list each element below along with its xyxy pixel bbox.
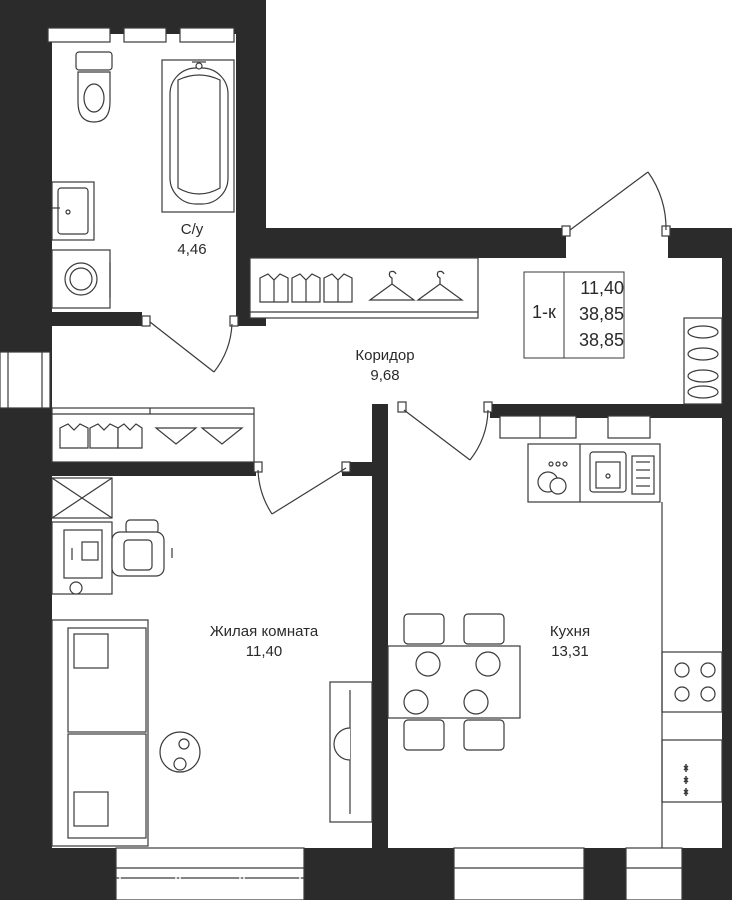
- kitchen-sink-icon: [589, 451, 655, 495]
- kitchen-upper-cabinets: [499, 415, 651, 439]
- hanger-icon: [416, 270, 464, 301]
- shirt-icon: [59, 423, 89, 449]
- wardrobe-box-icon: [51, 477, 113, 519]
- star-icons: [683, 764, 689, 796]
- wall-right: [722, 228, 732, 900]
- wall-corridor-top: [236, 228, 566, 258]
- wall-bottom: [0, 848, 732, 900]
- summary-box: [523, 271, 625, 359]
- shirt-icon: [291, 273, 321, 303]
- chair-icon: [111, 519, 173, 577]
- shirt-icon: [89, 423, 119, 449]
- window-bathroom-1: [47, 27, 111, 43]
- toilet-icon: [75, 51, 113, 123]
- door-entrance: [561, 171, 671, 237]
- window-bathroom-2: [123, 27, 167, 43]
- summary-value: 38,85: [578, 330, 624, 350]
- room-name: Жилая комната: [209, 623, 319, 640]
- dishwasher-icon: [537, 461, 568, 495]
- wardrobe-corridor-left: [51, 407, 255, 463]
- shirt-icon: [259, 273, 289, 303]
- hanger-icon: [368, 270, 416, 301]
- washing-machine-icon: [51, 249, 111, 309]
- wall-partition: [372, 404, 388, 900]
- room-label-living: Жилая комната 11,40: [186, 622, 342, 662]
- room-label-corridor: Коридор 9,68: [330, 346, 440, 386]
- stove-icon: [661, 651, 723, 713]
- bathtub-icon: [161, 59, 235, 213]
- window-bathroom-3: [179, 27, 235, 43]
- dining-table-icon: [387, 613, 521, 751]
- room-area: 4,46: [177, 241, 207, 258]
- tv-stand-icon: [329, 681, 373, 823]
- apartment-type: 1-к: [532, 302, 556, 322]
- summary-value: 11,40: [580, 278, 624, 298]
- door-bathroom: [141, 315, 239, 373]
- room-area: 9,68: [370, 367, 400, 384]
- shoe-rack: [683, 317, 723, 405]
- wall-left-stub: [0, 406, 52, 418]
- window-living: [115, 847, 305, 900]
- door-living: [253, 461, 351, 515]
- room-name: Кухня: [549, 623, 591, 640]
- doors: [141, 171, 671, 515]
- shoe-icon: [687, 325, 719, 399]
- sofa-icon: [51, 619, 149, 847]
- room-name: Коридор: [355, 347, 415, 364]
- window-kitchen-2: [625, 847, 683, 900]
- room-label-bathroom: С/у 4,46: [156, 220, 228, 260]
- shirt-icon: [117, 423, 143, 449]
- sink-icon: [51, 181, 95, 241]
- window-kitchen: [453, 847, 585, 900]
- fridge-icon: [661, 739, 723, 803]
- wall-left: [0, 0, 52, 900]
- door-kitchen: [397, 401, 493, 461]
- desk-icon: [51, 521, 113, 595]
- shirt-icon: [323, 273, 353, 303]
- room-name: С/у: [180, 221, 204, 238]
- wall-bathroom-bottom: [40, 312, 142, 326]
- wardrobe-corridor: [249, 257, 479, 319]
- hanger-icon: [200, 427, 244, 445]
- coffee-table-icon: [159, 731, 201, 773]
- room-label-kitchen: Кухня 13,31: [530, 622, 610, 662]
- room-area: 11,40: [245, 643, 283, 660]
- summary-value: 38,85: [578, 304, 624, 324]
- room-area: 13,31: [551, 643, 589, 660]
- hanger-icon: [154, 427, 198, 445]
- wall-kitchen-top: [490, 402, 722, 418]
- wall-living-top: [0, 462, 256, 476]
- wall-corridor-top-right: [668, 228, 732, 258]
